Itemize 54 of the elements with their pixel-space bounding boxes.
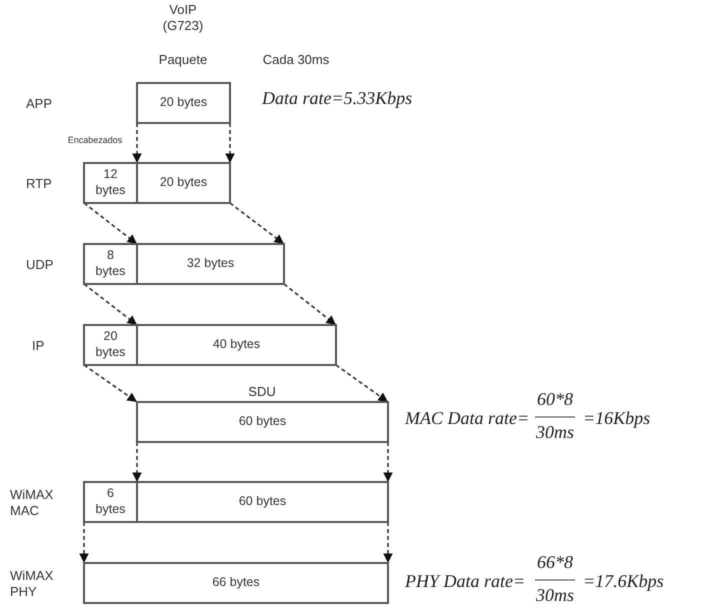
layer-label: Paquete	[158, 52, 208, 68]
field-size-label: 20 bytes	[160, 175, 208, 191]
formula-text: =17.6Kbps	[583, 571, 664, 593]
dashed-arrow	[230, 202, 284, 245]
layer-label: WiMAX MAC	[10, 487, 54, 518]
dashed-arrow	[84, 364, 138, 403]
formula-text: 30ms	[536, 422, 574, 444]
packet-field	[136, 243, 285, 285]
dashed-arrow	[284, 283, 336, 326]
formula-text: MAC Data rate=	[405, 408, 530, 430]
field-size-label: 20 bytes	[94, 329, 126, 361]
layer-label: Cada 30ms	[262, 52, 330, 68]
dashed-arrow	[225, 123, 235, 163]
formula-text: =16Kbps	[583, 408, 650, 430]
field-size-label: 40 bytes	[212, 337, 260, 353]
field-caption: SDU	[248, 384, 276, 399]
dashed-arrow	[383, 522, 393, 563]
field-size-label: 6 bytes	[94, 486, 126, 518]
packet-field	[136, 481, 389, 523]
dashed-arrow	[383, 442, 393, 482]
formula-text: 30ms	[536, 585, 574, 607]
field-size-label: 8 bytes	[94, 248, 126, 280]
formula-text: 60*8	[537, 389, 573, 411]
field-size-label: 12 bytes	[94, 167, 126, 199]
formula-text: 66*8	[537, 552, 573, 574]
layer-label: WiMAX PHY	[10, 568, 54, 600]
packet-field	[83, 243, 138, 285]
dashed-arrow	[79, 522, 89, 563]
dashed-arrow	[132, 123, 142, 163]
field-size-label: 60 bytes	[238, 494, 286, 510]
field-size-label: 60 bytes	[238, 414, 286, 430]
packet-field	[83, 162, 138, 204]
field-size-label: 32 bytes	[186, 256, 234, 272]
packet-field	[136, 162, 231, 204]
formula-text: Data rate=5.33Kbps	[262, 88, 412, 110]
layer-label: APP	[26, 96, 52, 112]
dashed-arrow	[84, 202, 138, 245]
layer-label: Encabezados	[68, 135, 122, 146]
field-size-label: 20 bytes	[160, 95, 208, 111]
dashed-arrow	[336, 364, 388, 403]
packet-field	[136, 82, 231, 124]
layer-label: RTP	[26, 176, 52, 192]
dashed-arrow	[84, 283, 138, 326]
packet-field	[136, 324, 337, 366]
layer-label: VoIP (G723)	[162, 2, 204, 34]
field-size-label: 66 bytes	[212, 575, 260, 591]
packet-field	[83, 481, 138, 523]
packet-field	[136, 401, 389, 443]
packet-field	[83, 562, 389, 604]
packet-field	[83, 324, 138, 366]
layer-label: UDP	[26, 257, 54, 273]
formula-text: PHY Data rate=	[405, 571, 526, 593]
layer-label: IP	[32, 338, 44, 354]
dashed-arrow	[132, 442, 142, 482]
